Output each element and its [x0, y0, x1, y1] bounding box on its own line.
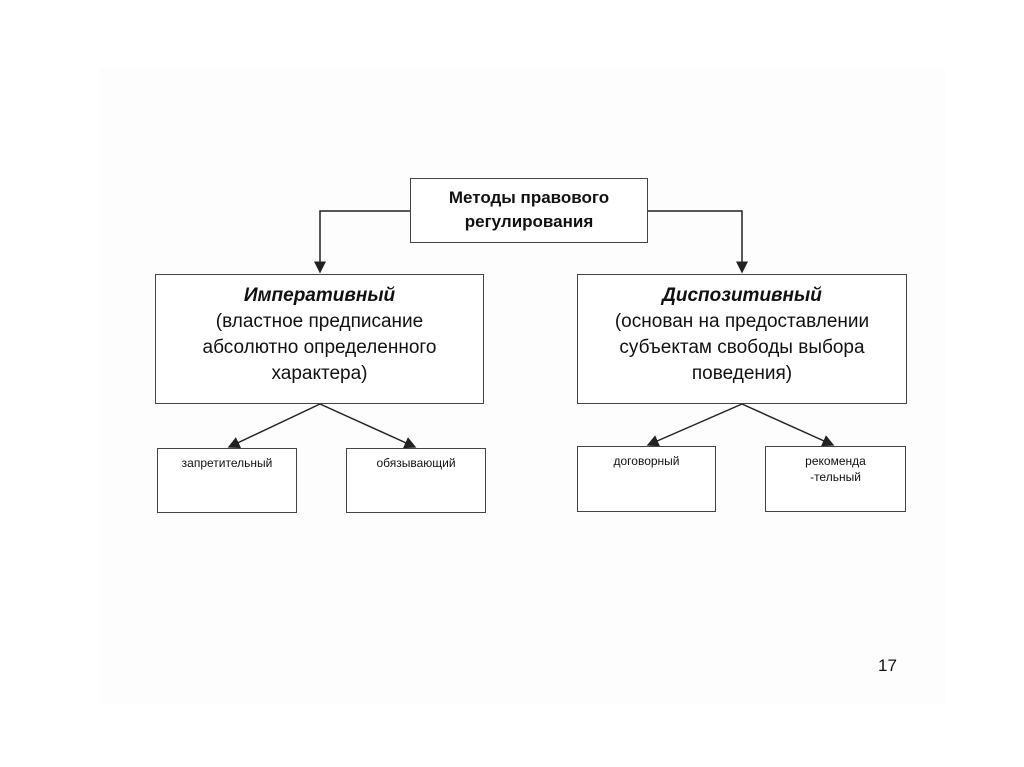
page-number: 17 [878, 656, 897, 675]
arrow-zapret [227, 403, 321, 448]
submethod-box: рекоменда-тельный [765, 446, 906, 512]
submethod-box: обязывающий [346, 448, 486, 513]
submethod-label: обязывающий [376, 456, 456, 470]
connector-root-left [314, 210, 410, 274]
submethod-box: договорный [577, 446, 716, 512]
method-title: Диспозитивный [662, 285, 822, 306]
arrow-rekom [741, 403, 835, 447]
submethod-label: договорный [613, 454, 680, 468]
arrow-obyaz [319, 403, 417, 449]
submethod-label: рекоменда-тельный [805, 454, 866, 484]
method-description: (властное предписание абсолютно определе… [202, 311, 437, 384]
submethod-label: запретительный [181, 456, 273, 470]
method-box-imperative: Императивный (властное предписание абсол… [155, 274, 484, 404]
method-box-dispositive: Диспозитивный (основан на предоставлении… [577, 274, 907, 404]
root-label: Методы правового регулирования [448, 188, 610, 231]
connector-root-right [648, 210, 748, 274]
method-title: Императивный [243, 285, 396, 306]
arrow-dogovor [646, 403, 743, 447]
method-description: (основан на предоставлении субъектам сво… [614, 311, 870, 384]
root-box: Методы правового регулирования [410, 178, 648, 243]
submethod-box: запретительный [157, 448, 297, 513]
